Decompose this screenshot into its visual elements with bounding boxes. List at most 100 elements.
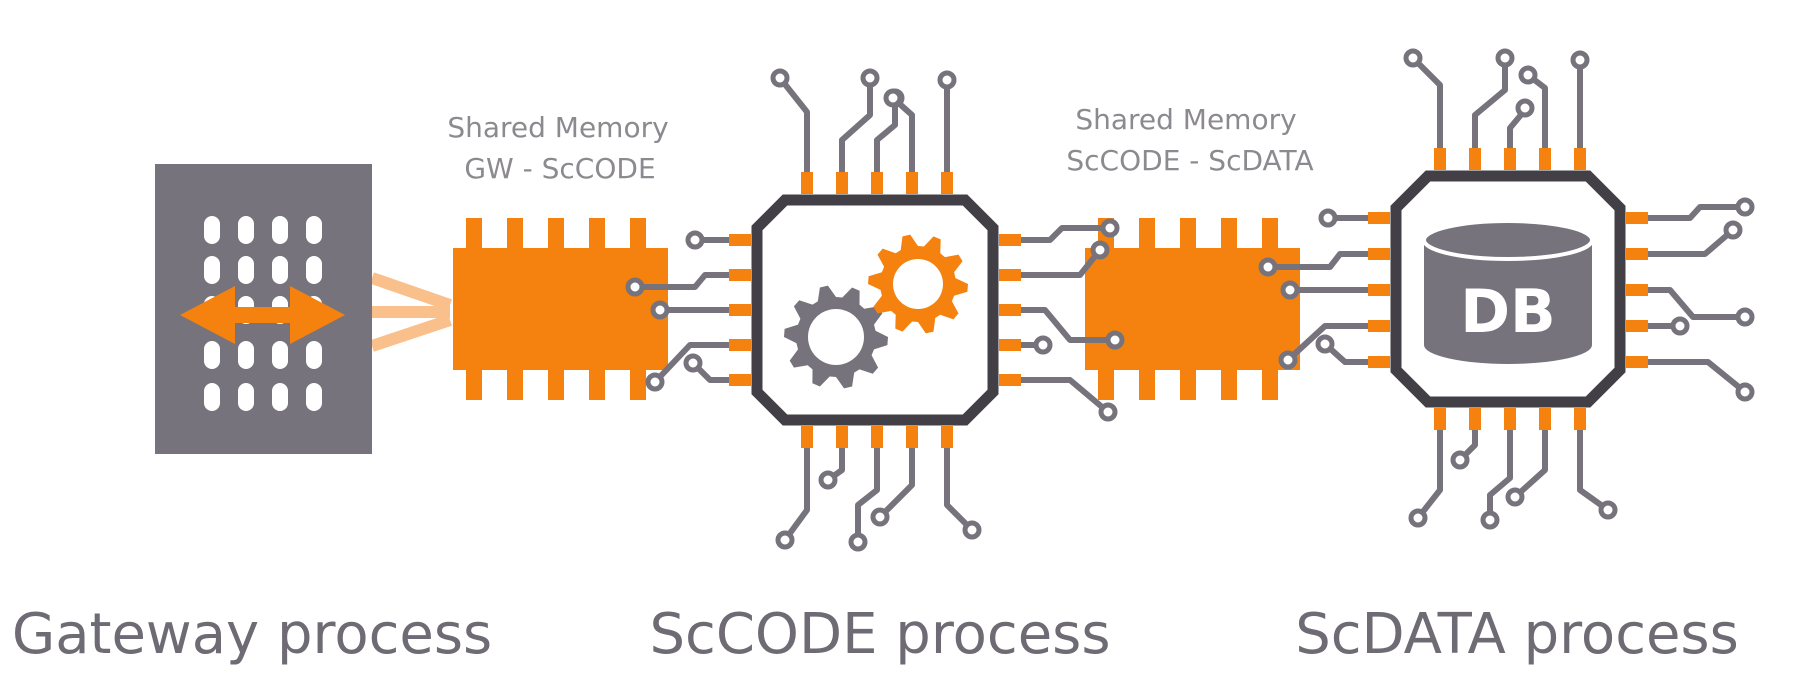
trace-terminal <box>870 507 890 527</box>
memory-pin <box>548 368 564 400</box>
memory-pin <box>1262 218 1278 250</box>
circuit-traces <box>632 55 1748 545</box>
chip-pin <box>941 426 953 448</box>
trace-terminal <box>1100 218 1120 238</box>
trace-terminal <box>1670 316 1690 336</box>
memory-pin <box>466 368 482 400</box>
trace-terminal <box>1735 197 1755 217</box>
memory-pin <box>466 218 482 250</box>
trace-terminal <box>1495 48 1515 68</box>
gateway-dot <box>272 256 288 284</box>
gateway-dot <box>272 341 288 369</box>
chip-pin <box>906 172 918 194</box>
chip-pin <box>729 304 751 316</box>
memory-pin <box>1180 218 1196 250</box>
memory-pin <box>507 218 523 250</box>
trace-terminal <box>1450 450 1470 470</box>
circuit-trace <box>782 445 810 543</box>
gateway-dot <box>238 216 254 244</box>
memory-pin <box>1262 368 1278 400</box>
chip-pin <box>1626 248 1648 260</box>
gateway-dot <box>238 341 254 369</box>
memory-pin <box>1139 218 1155 250</box>
memory-pin <box>1221 368 1237 400</box>
circuit-trace <box>877 445 915 520</box>
trace-terminal <box>1480 510 1500 530</box>
memory-pin <box>589 368 605 400</box>
circuit-trace <box>874 95 898 175</box>
circuit-trace <box>652 342 732 385</box>
chip-pin <box>999 374 1021 386</box>
trace-terminal <box>848 532 868 552</box>
gateway-dot <box>306 216 322 244</box>
shared-memory-2-title: Shared Memory <box>1075 103 1296 136</box>
trace-terminal <box>650 300 670 320</box>
memory-pin <box>1221 218 1237 250</box>
gateway-dot <box>238 256 254 284</box>
shared-memory-gw-sccode-chip <box>453 218 668 400</box>
circuit-trace <box>1645 227 1736 257</box>
gateway-dot <box>306 256 322 284</box>
chip-pin <box>1368 212 1390 224</box>
trace-terminal <box>1735 382 1755 402</box>
trace-terminal <box>1598 500 1618 520</box>
chip-pin <box>836 426 848 448</box>
scdata-chip: DB <box>1368 148 1648 430</box>
db-label: DB <box>1460 277 1556 347</box>
trace-terminal <box>1408 508 1428 528</box>
circuit-trace <box>632 272 732 290</box>
trace-terminal <box>1735 307 1755 327</box>
circuit-trace <box>1018 377 1111 415</box>
sccode-chip <box>729 172 1021 448</box>
circuit-trace <box>1018 307 1118 343</box>
memory-pin <box>1180 368 1196 400</box>
trace-terminal <box>860 68 880 88</box>
chip-pin <box>1368 356 1390 368</box>
shared-memory-1-title: Shared Memory <box>447 111 668 144</box>
trace-terminal <box>1518 65 1538 85</box>
chip-pin <box>1504 408 1516 430</box>
chip-pin <box>729 234 751 246</box>
circuit-trace <box>1285 323 1371 363</box>
trace-terminal <box>1090 240 1110 260</box>
gear-icon <box>784 285 888 389</box>
chip-pin <box>1539 148 1551 170</box>
memory-pin <box>548 218 564 250</box>
trace-terminal <box>1723 220 1743 240</box>
gear-icon <box>868 234 968 334</box>
shared-memory-2-subtitle: ScCODE - ScDATA <box>1066 144 1313 177</box>
trace-terminal <box>1033 335 1053 355</box>
chip-pin <box>729 269 751 281</box>
trace-terminal <box>818 470 838 490</box>
trace-terminals <box>625 48 1755 552</box>
gateway-process-label: Gateway process <box>12 602 492 667</box>
gateway-dot <box>204 383 220 411</box>
chip-pin <box>871 426 883 448</box>
chip-pin <box>1368 248 1390 260</box>
chip-pin <box>999 339 1021 351</box>
memory-pin <box>1098 368 1114 400</box>
trace-terminal <box>683 353 703 373</box>
chip-pin <box>871 172 883 194</box>
trace-terminal <box>625 277 645 297</box>
chip-pin <box>1368 320 1390 332</box>
chip-pin <box>1434 148 1446 170</box>
shared-memory-1-subtitle: GW - ScCODE <box>464 152 655 185</box>
circuit-trace <box>944 445 975 533</box>
shared-memory-sccode-scdata-chip <box>1085 218 1300 400</box>
trace-terminal <box>1570 50 1590 70</box>
memory-pin <box>507 368 523 400</box>
chip-pin <box>801 172 813 194</box>
chip-pin <box>729 339 751 351</box>
gateway-dot <box>306 383 322 411</box>
trace-terminal <box>962 520 982 540</box>
trace-terminal <box>1258 257 1278 277</box>
chip-pin <box>1368 284 1390 296</box>
trace-terminal <box>770 68 790 88</box>
trace-terminal <box>1280 280 1300 300</box>
gateway-dot <box>204 341 220 369</box>
memory-pin <box>630 368 646 400</box>
circuit-trace <box>1512 427 1548 500</box>
scdata-process-label: ScDATA process <box>1295 602 1739 667</box>
